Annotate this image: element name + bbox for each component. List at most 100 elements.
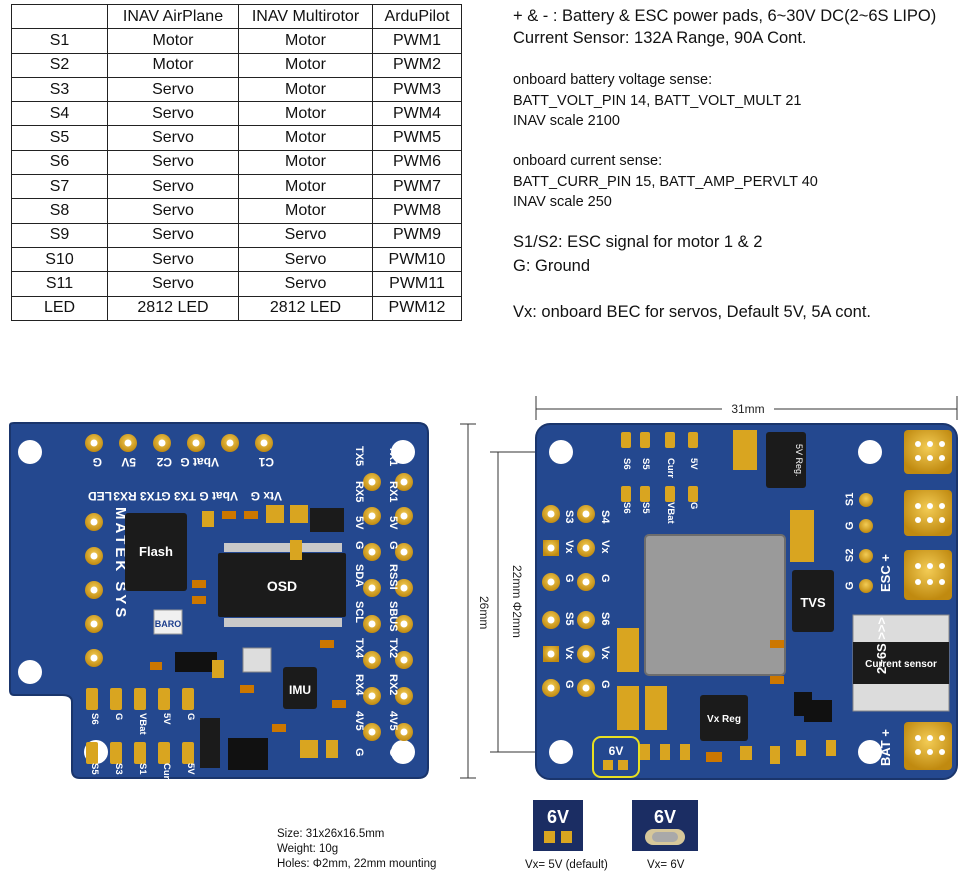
mount-hole	[549, 440, 573, 464]
svg-text:5V Reg.: 5V Reg.	[794, 444, 804, 477]
table-cell: Servo	[107, 246, 239, 273]
osd-chip: OSD	[218, 543, 346, 627]
svg-text:G: G	[387, 541, 399, 550]
svg-text:RX4: RX4	[353, 674, 365, 696]
capacitor	[617, 628, 639, 672]
jumper-alt-caption: Vx= 6V	[647, 859, 685, 871]
passives	[150, 505, 346, 758]
svg-text:G: G	[353, 541, 365, 550]
svg-text:Flash: Flash	[139, 544, 173, 559]
svg-text:S2: S2	[844, 549, 856, 562]
crystal	[242, 647, 272, 673]
capacitor	[733, 430, 757, 470]
table-cell: Motor	[238, 28, 373, 54]
svg-text:TX5: TX5	[353, 446, 365, 466]
right-col-pads	[363, 473, 413, 741]
svg-text:5V: 5V	[688, 458, 699, 470]
curr-sense-title: onboard current sense:	[513, 153, 663, 169]
mount-hole	[858, 740, 882, 764]
table-cell: Servo	[238, 271, 373, 297]
svg-text:S4: S4	[599, 510, 611, 524]
svg-text:6V: 6V	[609, 744, 624, 758]
mount-hole	[549, 740, 573, 764]
mount-hole	[391, 740, 415, 764]
table-cell: Servo	[107, 149, 239, 176]
svg-text:C1: C1	[258, 455, 274, 469]
table-cell: Motor	[238, 198, 373, 224]
table-cell: Motor	[107, 52, 239, 78]
table-cell: ArduPilot	[372, 3, 462, 30]
mosfet	[175, 652, 217, 672]
mount-hole	[18, 660, 42, 684]
svg-text:6V: 6V	[654, 807, 676, 827]
svg-text:Curr: Curr	[161, 763, 172, 783]
power-pads	[904, 430, 952, 770]
ground-note: G: Ground	[513, 257, 591, 275]
svg-text:5V: 5V	[161, 713, 172, 725]
svg-text:G: G	[563, 574, 575, 583]
svg-text:OSD: OSD	[267, 578, 297, 594]
current-sensor-note: Current Sensor: 132A Range, 90A Cont.	[513, 29, 807, 47]
table-cell: PWM7	[372, 174, 462, 200]
svg-text:Vbat G: Vbat G	[199, 489, 238, 503]
svg-text:G: G	[844, 581, 856, 590]
tvs-chip: TVS	[792, 570, 834, 632]
svg-text:RX5: RX5	[353, 481, 365, 502]
svg-text:S6: S6	[621, 458, 632, 470]
table-cell: PWM2	[372, 52, 462, 78]
transistor	[310, 508, 344, 532]
svg-text:S6: S6	[621, 502, 632, 514]
capacitor	[790, 510, 814, 562]
svg-text:SDA: SDA	[353, 564, 365, 587]
table-cell-output: S11	[11, 271, 108, 297]
svg-text:SCL: SCL	[353, 601, 365, 623]
current-sensor-chip: Current sensor	[852, 614, 950, 712]
svg-text:5V: 5V	[387, 516, 399, 530]
table-cell: Servo	[238, 246, 373, 273]
svg-text:Vx: Vx	[563, 646, 575, 660]
svg-text:Curr: Curr	[665, 458, 676, 478]
svg-text:Vbat G: Vbat G	[180, 455, 219, 469]
svg-text:RX1: RX1	[387, 481, 399, 502]
right-board: S6 S5 Curr 5V S6 S5 VBat G 5V Reg.	[535, 423, 958, 780]
curr-sense-inav: INAV scale 250	[513, 194, 612, 210]
range-label: 2~6S >>>	[874, 616, 889, 674]
svg-text:C2: C2	[156, 455, 172, 469]
table-cell-output: S7	[11, 174, 108, 200]
table-cell: PWM4	[372, 101, 462, 127]
power-pads-note: + & - : Battery & ESC power pads, 6~30V …	[513, 7, 937, 25]
vx-note: Vx: onboard BEC for servos, Default 5V, …	[513, 303, 872, 321]
jumper-default-caption: Vx= 5V (default)	[525, 859, 608, 871]
svg-text:Vx: Vx	[563, 540, 575, 554]
flash-chip	[125, 513, 187, 591]
inductor	[644, 534, 786, 676]
svg-text:G: G	[113, 713, 124, 720]
svg-text:6V: 6V	[547, 807, 569, 827]
svg-text:S5: S5	[640, 502, 651, 514]
svg-text:LED: LED	[88, 489, 112, 503]
svg-text:IMU: IMU	[289, 683, 311, 697]
svg-text:G: G	[93, 455, 102, 469]
svg-text:Vtx G: Vtx G	[251, 489, 282, 503]
svg-text:G: G	[599, 574, 611, 583]
esc-label: ESC +	[878, 554, 893, 592]
svg-text:G: G	[353, 748, 365, 757]
svg-text:S6: S6	[89, 713, 100, 725]
table-cell: PWM9	[372, 222, 462, 248]
svg-text:G: G	[563, 680, 575, 689]
svg-text:S5: S5	[640, 458, 651, 470]
specs-block: Size: 31x26x16.5mm Weight: 10g Holes: Φ2…	[277, 827, 436, 872]
jumper-5v-default: 6V	[533, 800, 583, 851]
left-col-pads	[85, 513, 103, 667]
curr-sense-pin: BATT_CURR_PIN 15, BATT_AMP_PERVLT 40	[513, 174, 818, 190]
esc-signal-note: S1/S2: ESC signal for motor 1 & 2	[513, 233, 763, 251]
table-cell: Servo	[107, 271, 239, 297]
